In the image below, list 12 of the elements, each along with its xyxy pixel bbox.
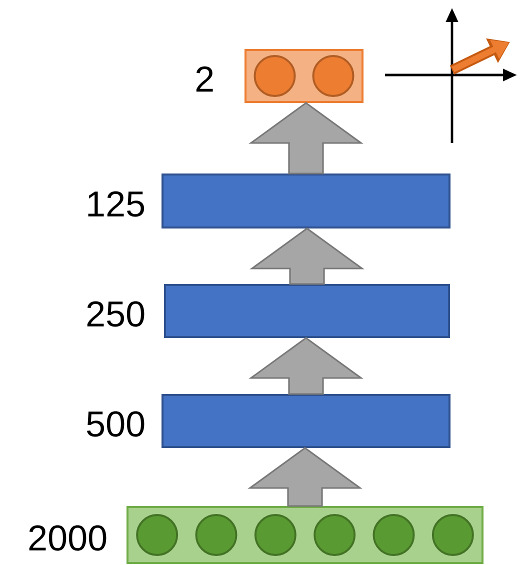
block-arrow bbox=[248, 102, 364, 174]
layer-box bbox=[164, 284, 450, 338]
layer-box bbox=[162, 174, 450, 228]
layer-size-label: 500 bbox=[86, 411, 144, 437]
layer-size-label: 125 bbox=[88, 191, 144, 217]
layer-size-label: 2 bbox=[196, 66, 213, 92]
block-arrow bbox=[248, 337, 364, 395]
layer-size-label: 2000 bbox=[29, 525, 106, 551]
layer-box bbox=[162, 394, 450, 448]
block-arrow bbox=[250, 228, 364, 285]
block-arrow bbox=[248, 447, 362, 507]
layer-size-label: 250 bbox=[87, 301, 144, 327]
